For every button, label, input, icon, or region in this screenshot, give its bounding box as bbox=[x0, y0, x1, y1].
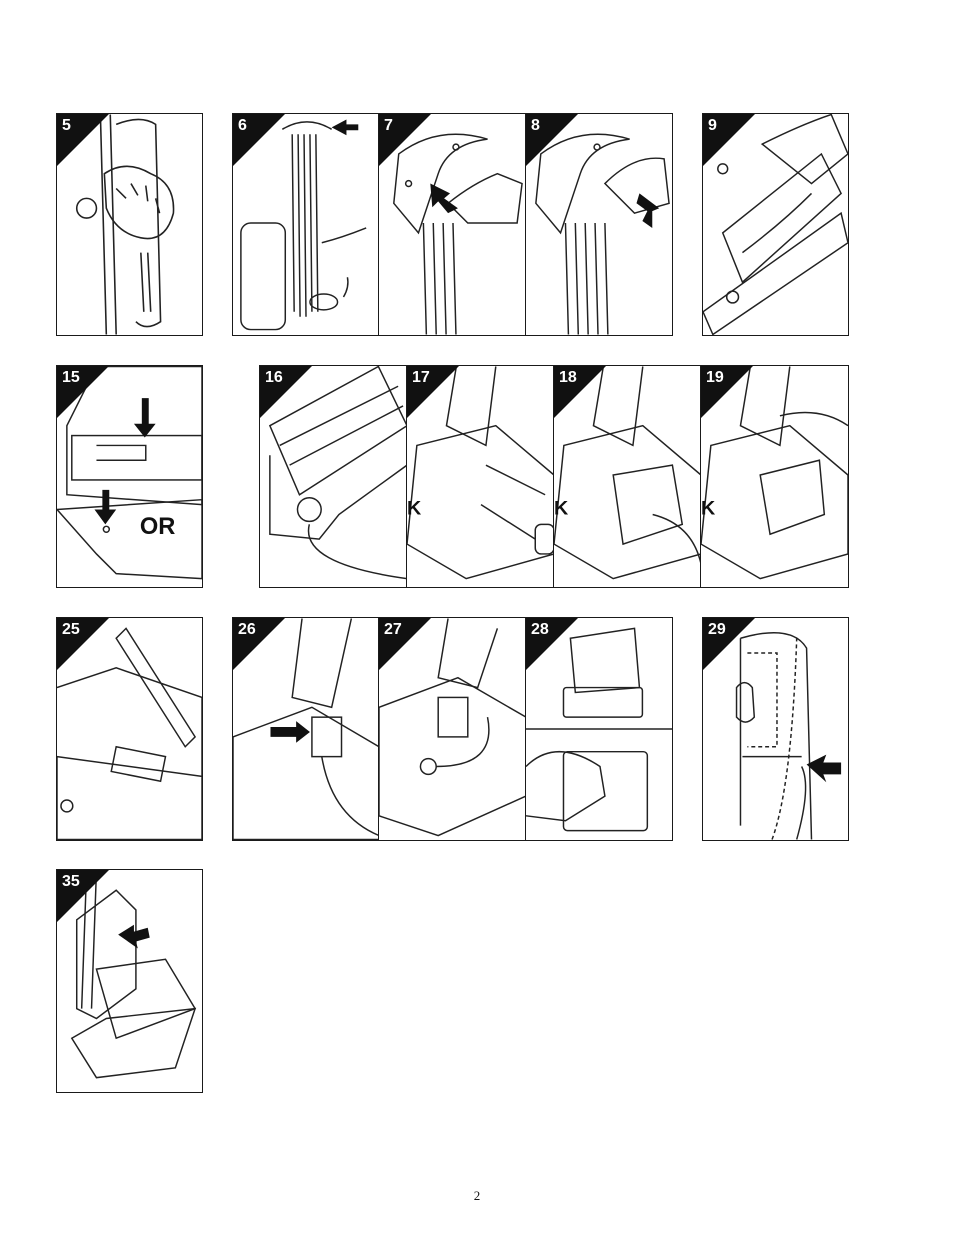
page-number: 2 bbox=[0, 1188, 954, 1204]
figure-number-tag: 26 bbox=[233, 618, 285, 670]
figure-number: 8 bbox=[531, 117, 540, 135]
figure-35: 35 bbox=[56, 869, 203, 1093]
figure-28: 28 bbox=[525, 617, 673, 841]
figure-number: 26 bbox=[238, 621, 256, 639]
figure-number: 29 bbox=[708, 621, 726, 639]
figure-number-tag: 19 bbox=[701, 366, 753, 418]
figure-number-tag: 16 bbox=[260, 366, 312, 418]
figure-number: 17 bbox=[412, 369, 430, 387]
figure-number-tag: 25 bbox=[57, 618, 109, 670]
figure-number: 18 bbox=[559, 369, 577, 387]
figure-number: 25 bbox=[62, 621, 80, 639]
figure-8: 8 bbox=[525, 113, 673, 336]
figure-29: 29 bbox=[702, 617, 849, 841]
figure-number: 19 bbox=[706, 369, 724, 387]
figure-number: 35 bbox=[62, 873, 80, 891]
figure-17: K 17 bbox=[406, 365, 555, 588]
figure-25: 25 bbox=[56, 617, 203, 841]
figure-number-tag: 15 bbox=[57, 366, 109, 418]
figure-9: 9 bbox=[702, 113, 849, 336]
figure-number: 9 bbox=[708, 117, 717, 135]
figure-number: 6 bbox=[238, 117, 247, 135]
figure-5: 5 bbox=[56, 113, 203, 336]
figure-number: 5 bbox=[62, 117, 71, 135]
figure-6: 6 bbox=[232, 113, 380, 336]
brand-fragment: K bbox=[701, 497, 716, 519]
figure-number-tag: 6 bbox=[233, 114, 285, 166]
figure-number: 27 bbox=[384, 621, 402, 639]
figure-27: 27 bbox=[378, 617, 527, 841]
figure-19: K 19 bbox=[700, 365, 849, 588]
figure-number-tag: 27 bbox=[379, 618, 431, 670]
figure-number-tag: 35 bbox=[57, 870, 109, 922]
figure-number: 16 bbox=[265, 369, 283, 387]
figure-number-tag: 17 bbox=[407, 366, 459, 418]
figure-number-tag: 8 bbox=[526, 114, 578, 166]
figure-group-16-19: 16 K 17 K bbox=[259, 365, 849, 588]
figure-number-tag: 9 bbox=[703, 114, 755, 166]
figure-number-tag: 28 bbox=[526, 618, 578, 670]
brand-fragment: K bbox=[554, 497, 569, 519]
figure-group-26-28: 26 27 bbox=[232, 617, 673, 841]
figure-number: 15 bbox=[62, 369, 80, 387]
figure-number: 28 bbox=[531, 621, 549, 639]
figure-16: 16 bbox=[259, 365, 408, 588]
figure-7: 7 bbox=[378, 113, 527, 336]
figure-number-tag: 7 bbox=[379, 114, 431, 166]
brand-fragment: K bbox=[407, 497, 422, 519]
figure-26: 26 bbox=[232, 617, 380, 841]
figure-number-tag: 18 bbox=[554, 366, 606, 418]
figure-number: 7 bbox=[384, 117, 393, 135]
figure-group-6-7-8: 6 7 8 bbox=[232, 113, 673, 336]
figure-number-tag: 5 bbox=[57, 114, 109, 166]
figure-18: K 18 bbox=[553, 365, 702, 588]
figure-15: OR 15 bbox=[56, 365, 203, 588]
brand-fragment: OR bbox=[140, 514, 175, 540]
figure-number-tag: 29 bbox=[703, 618, 755, 670]
